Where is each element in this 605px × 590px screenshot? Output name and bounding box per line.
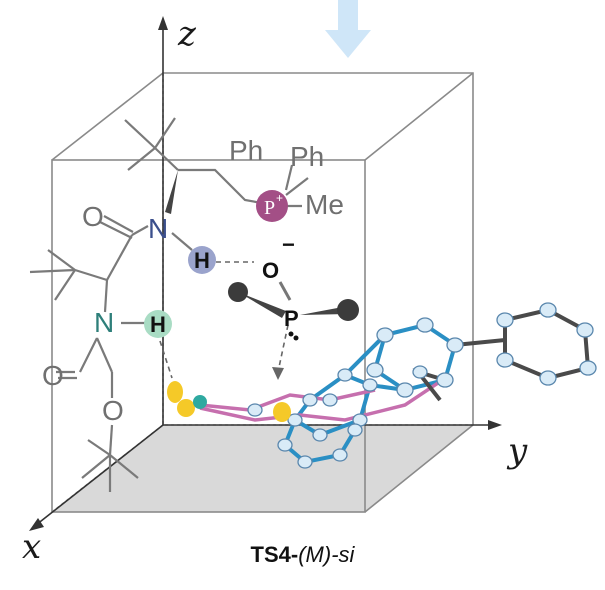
substrate-atoms [247,302,597,469]
caption-italic-1: (M) [298,542,332,567]
upper-hydrogen-atom [188,246,216,274]
methyl-label: Me [305,189,344,220]
caption-bold: TS4- [250,542,299,567]
figure-caption: TS4-(M)-si [0,542,605,568]
x-axis-label: x [22,527,41,567]
ph-label-1: Ph [229,135,263,166]
z-axis-label: z [177,14,197,54]
hydrogen-bonds [159,261,289,379]
substrate-pink-ring [199,373,451,422]
phosphine-fragment [228,281,359,341]
upper-nitrogen-label: N [148,213,168,244]
y-axis-label: y [506,431,528,471]
oxide-charge-label: − [282,232,295,257]
lower-hydrogen-atom [144,310,172,338]
coordinate-axes [29,16,502,531]
upper-hydrogen-label: H [194,248,210,273]
carbamate-ester-oxygen-label: O [102,395,124,426]
caption-italic-2: -si [331,542,355,567]
ph-label-2: Ph [290,141,324,172]
floor-plane [52,425,473,512]
incident-arrow [325,0,371,58]
lower-nitrogen-label: N [94,307,114,338]
phosphonium-label: P [264,197,275,219]
oxide-oxygen-label: O [262,258,279,283]
phosphorus-label: P [284,306,299,331]
carbamate-carbonyl-oxygen-label: O [42,360,64,391]
reactive-atoms [167,381,291,422]
phosphonium-charge: + [276,191,283,205]
lower-hydrogen-label: H [150,312,166,337]
phosphonium-atom [256,190,288,222]
amide-oxygen-label: O [82,201,104,232]
catalyst-skeleton [29,117,309,492]
